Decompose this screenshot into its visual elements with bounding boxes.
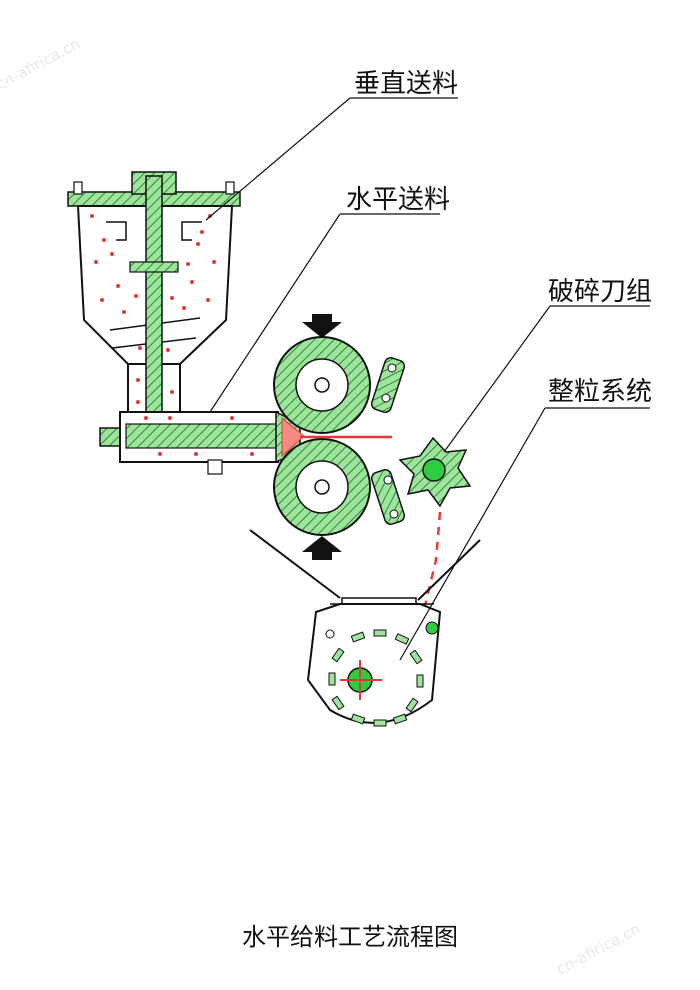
watermark: cn-afirica.cn bbox=[0, 34, 83, 93]
label-vertical-feed: 垂直送料 bbox=[354, 69, 458, 99]
label-granulating-system: 整粒系统 bbox=[548, 377, 652, 407]
lower-roller bbox=[273, 438, 371, 536]
granulator-hopper bbox=[249, 529, 481, 611]
hopper bbox=[67, 171, 241, 417]
material-flow-path bbox=[422, 511, 442, 611]
diagram-caption: 水平给料工艺流程图 bbox=[242, 923, 458, 951]
horizontal-screw-feeder bbox=[99, 410, 305, 475]
upper-roller bbox=[273, 336, 371, 434]
label-horizontal-feed: 水平送料 bbox=[346, 185, 450, 215]
pressure-arrow-down bbox=[302, 314, 342, 338]
leader-lines bbox=[205, 97, 650, 661]
granulating-system bbox=[306, 603, 442, 727]
watermark: cn-afirica.cn bbox=[553, 919, 643, 978]
scraper-arms bbox=[370, 357, 406, 525]
label-crusher-blades: 破碎刀组 bbox=[548, 277, 652, 307]
pressure-arrow-up bbox=[302, 536, 342, 560]
crusher-blade-set bbox=[398, 436, 472, 508]
